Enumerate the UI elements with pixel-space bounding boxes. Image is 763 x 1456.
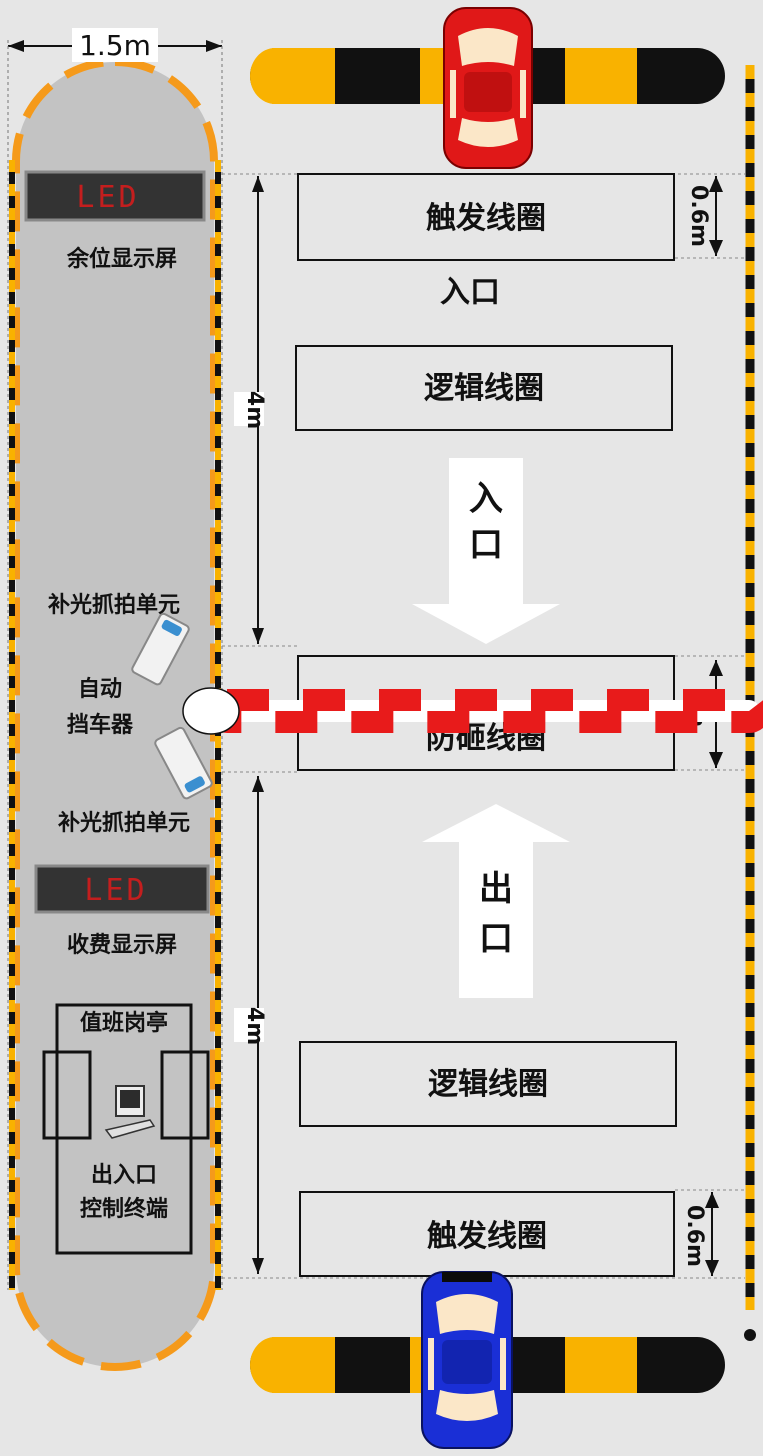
guard-booth: 值班岗亭 — [42, 1003, 210, 1255]
entrance-label: 入口 — [440, 275, 500, 310]
svg-text:逻辑线圈: 逻辑线圈 — [424, 371, 544, 406]
span-label-bottom: 4m — [242, 1007, 267, 1045]
exit-arrow-label-2: 口 — [479, 919, 513, 959]
logic-loop-bottom: 逻辑线圈 — [299, 1041, 677, 1127]
led-top-caption: 余位显示屏 — [66, 246, 177, 272]
camera-icon — [154, 726, 213, 800]
trigger-dimension-top: 0.6m — [686, 176, 723, 256]
arrow-up-icon: 出 口 — [422, 804, 570, 998]
entrance-arrow-label-2: 口 — [469, 525, 503, 565]
computer-icon — [104, 1085, 156, 1139]
svg-text:触发线圈: 触发线圈 — [426, 201, 546, 236]
logic-loop-top: 逻辑线圈 — [295, 345, 673, 431]
trigger-dimension-bottom: 0.6m — [682, 1192, 719, 1276]
camera-icon — [131, 612, 190, 686]
span-dimension-bottom: 4m — [234, 776, 267, 1274]
camera-bottom-label: 补光抓拍单元 — [57, 810, 190, 836]
car-icon — [421, 1271, 513, 1449]
car-icon — [443, 7, 533, 169]
svg-text:值班岗亭: 值班岗亭 — [80, 1010, 168, 1036]
led-display-top: LED — [24, 170, 206, 222]
barrier-label-1: 自动 — [78, 676, 122, 702]
exit-arrow-label-1: 出 — [479, 869, 513, 909]
arrow-down-icon: 入 口 — [412, 458, 560, 644]
trigger-dim-label-bottom: 0.6m — [682, 1205, 707, 1267]
svg-text:LED: LED — [84, 873, 147, 908]
control-label-2: 控制终端 — [80, 1196, 168, 1222]
control-label-1: 出入口 — [91, 1163, 157, 1188]
span-label-top: 4m — [242, 391, 267, 429]
right-road-edge — [744, 65, 756, 1341]
camera-top-label: 补光抓拍单元 — [47, 592, 180, 618]
barrier-boom-icon — [182, 687, 763, 735]
svg-text:逻辑线圈: 逻辑线圈 — [428, 1067, 548, 1102]
island-width-label: 1.5m — [79, 29, 151, 62]
led-bottom-caption: 收费显示屏 — [67, 932, 177, 958]
trigger-loop-top: 触发线圈 — [297, 173, 675, 261]
led-display-bottom: LED — [34, 864, 210, 914]
island-width-dimension: 1.5m — [7, 28, 223, 1290]
span-dimension-top: 4m — [234, 176, 267, 644]
svg-text:LED: LED — [76, 180, 139, 215]
trigger-dim-label-top: 0.6m — [686, 185, 711, 247]
barrier-label-2: 挡车器 — [67, 712, 134, 738]
trigger-loop-bottom: 触发线圈 — [299, 1191, 675, 1277]
entrance-arrow-label-1: 入 — [469, 479, 503, 519]
svg-text:触发线圈: 触发线圈 — [427, 1219, 547, 1254]
guide-lines — [222, 173, 745, 1279]
